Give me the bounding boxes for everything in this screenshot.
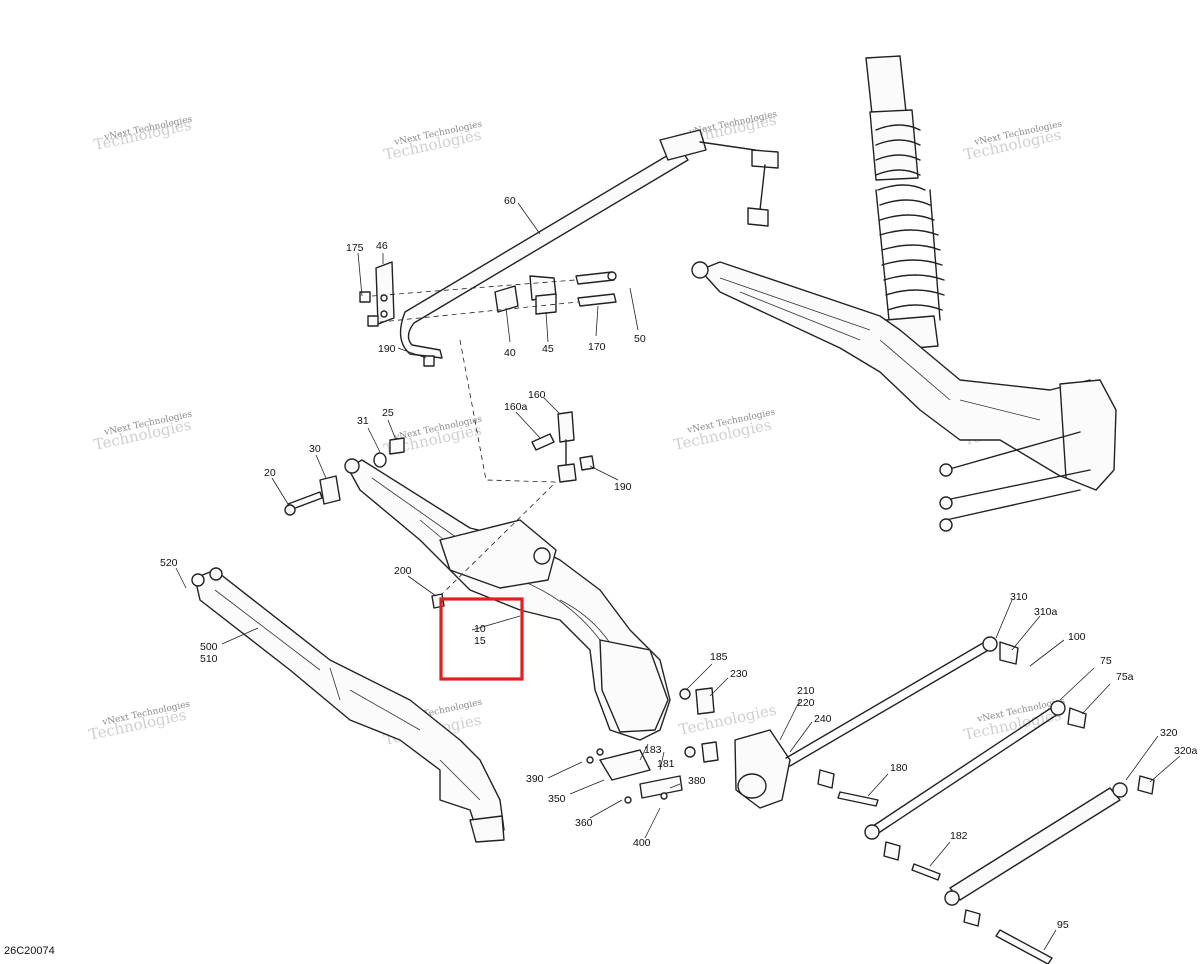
callout-210: 210 [797, 685, 815, 697]
center-hardware [284, 411, 595, 609]
callout-520: 520 [160, 557, 178, 569]
callout-185: 185 [710, 651, 728, 663]
callout-30: 30 [309, 443, 321, 455]
callout-400: 400 [633, 837, 651, 849]
callout-310a: 310a [1034, 606, 1058, 618]
callout-190-upper: 190 [378, 343, 396, 355]
callout-labels: 60 175 46 190 40 45 170 50 160 160a 190 … [160, 195, 1198, 931]
trailing-arm-assembly-right [691, 261, 1117, 532]
callout-390: 390 [526, 773, 544, 785]
lateral-links [785, 636, 1155, 964]
callout-46: 46 [376, 240, 388, 252]
callout-200: 200 [394, 565, 412, 577]
callout-182: 182 [950, 830, 968, 842]
shock-absorber [865, 55, 945, 351]
callout-45: 45 [542, 343, 554, 355]
callout-50: 50 [634, 333, 646, 345]
callout-350: 350 [548, 793, 566, 805]
callout-180: 180 [890, 762, 908, 774]
callout-40: 40 [504, 347, 516, 359]
callout-230: 230 [730, 668, 748, 680]
callout-510: 510 [200, 653, 218, 665]
diagram-reference-id: 26C20074 [4, 945, 55, 957]
callout-10: 10 [474, 623, 486, 635]
callout-500: 500 [200, 641, 218, 653]
stabilizer-bar [399, 129, 779, 359]
stabilizer-hardware [359, 261, 617, 483]
callout-183: 183 [644, 744, 662, 756]
callout-240: 240 [814, 713, 832, 725]
callout-95: 95 [1057, 919, 1069, 931]
trailing-arm-left [191, 567, 505, 843]
callout-75a: 75a [1116, 671, 1134, 683]
callout-320: 320 [1160, 727, 1178, 739]
callout-175: 175 [346, 242, 364, 254]
watermarks: Technologies vNext Technologies Technolo… [87, 109, 1066, 748]
callout-220: 220 [797, 697, 815, 709]
callout-160: 160 [528, 389, 546, 401]
callout-360: 360 [575, 817, 593, 829]
callout-160a: 160a [504, 401, 528, 413]
callout-320a: 320a [1174, 745, 1198, 757]
callout-15: 15 [474, 635, 486, 647]
callout-181: 181 [657, 758, 675, 770]
callout-380: 380 [688, 775, 706, 787]
callout-170: 170 [588, 341, 606, 353]
callout-25: 25 [382, 407, 394, 419]
highlight-box: 10 15 [439, 597, 524, 681]
leader-lines [175, 202, 1181, 951]
callout-75: 75 [1100, 655, 1112, 667]
callout-20: 20 [264, 467, 276, 479]
knuckle-and-brackets [586, 687, 791, 809]
callout-31: 31 [357, 415, 369, 427]
callout-190-lower: 190 [614, 481, 632, 493]
callout-310: 310 [1010, 591, 1028, 603]
callout-60: 60 [504, 195, 516, 207]
callout-100: 100 [1068, 631, 1086, 643]
